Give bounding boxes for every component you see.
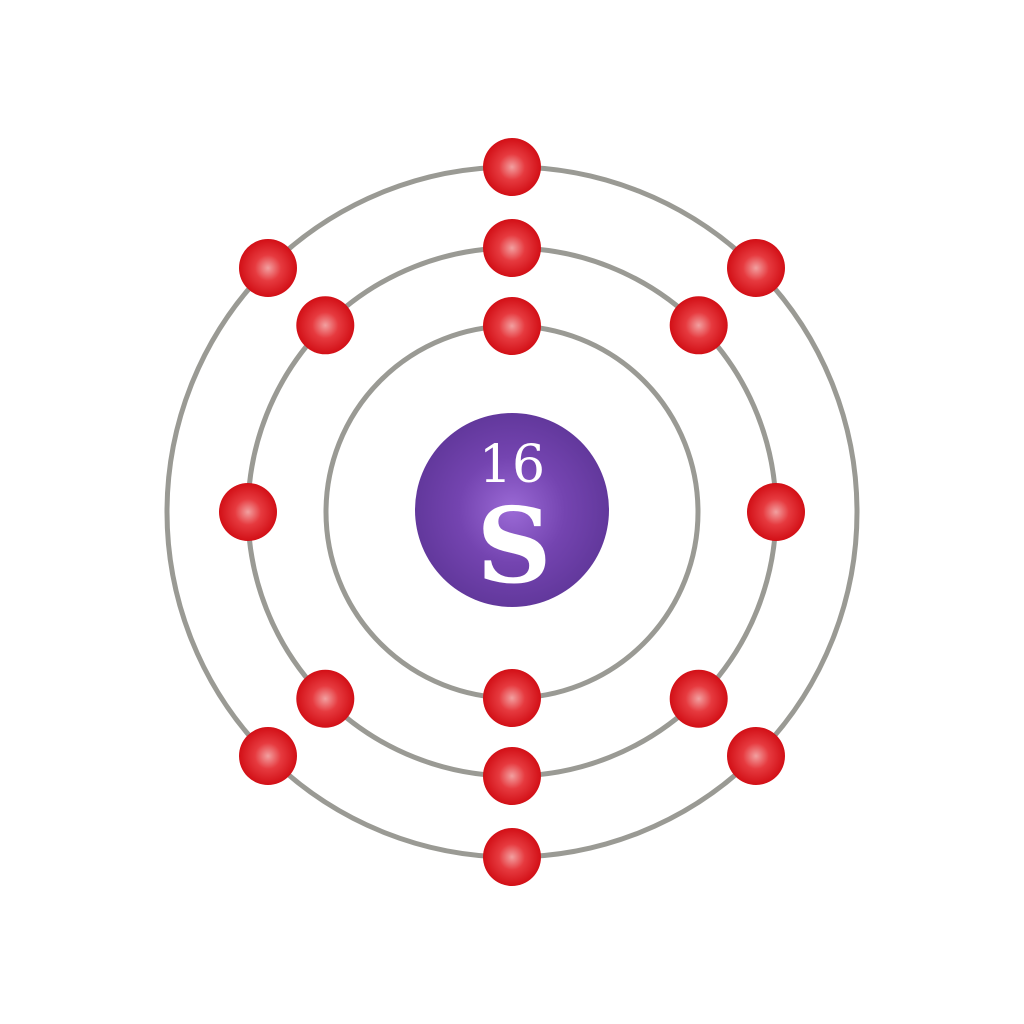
atomic-number: 16 bbox=[479, 435, 545, 495]
electron-shell-2-5 bbox=[483, 747, 541, 805]
electron-shell-1-1 bbox=[483, 297, 541, 355]
nucleus: 16 S bbox=[415, 413, 609, 607]
electron-shell-2-4 bbox=[669, 669, 728, 728]
electrons bbox=[219, 138, 805, 886]
electron-shell-2-1 bbox=[483, 219, 541, 277]
nucleus-core bbox=[415, 413, 609, 607]
electron-shell-3-6 bbox=[239, 239, 297, 297]
electron-shell-2-3 bbox=[747, 483, 805, 541]
electron-shell-2-6 bbox=[296, 669, 355, 728]
electron-shell-3-3 bbox=[727, 727, 785, 785]
element-symbol: S bbox=[476, 484, 551, 607]
electron-shell-2-7 bbox=[219, 483, 277, 541]
electron-shell-1-2 bbox=[483, 669, 541, 727]
electron-shell-3-4 bbox=[483, 828, 541, 886]
electron-shell-3-1 bbox=[483, 138, 541, 196]
electron-shell-3-5 bbox=[239, 727, 297, 785]
electron-shell-3-2 bbox=[727, 239, 785, 297]
electron-shell-2-8 bbox=[296, 296, 355, 355]
electron-shell-2-2 bbox=[669, 296, 728, 355]
